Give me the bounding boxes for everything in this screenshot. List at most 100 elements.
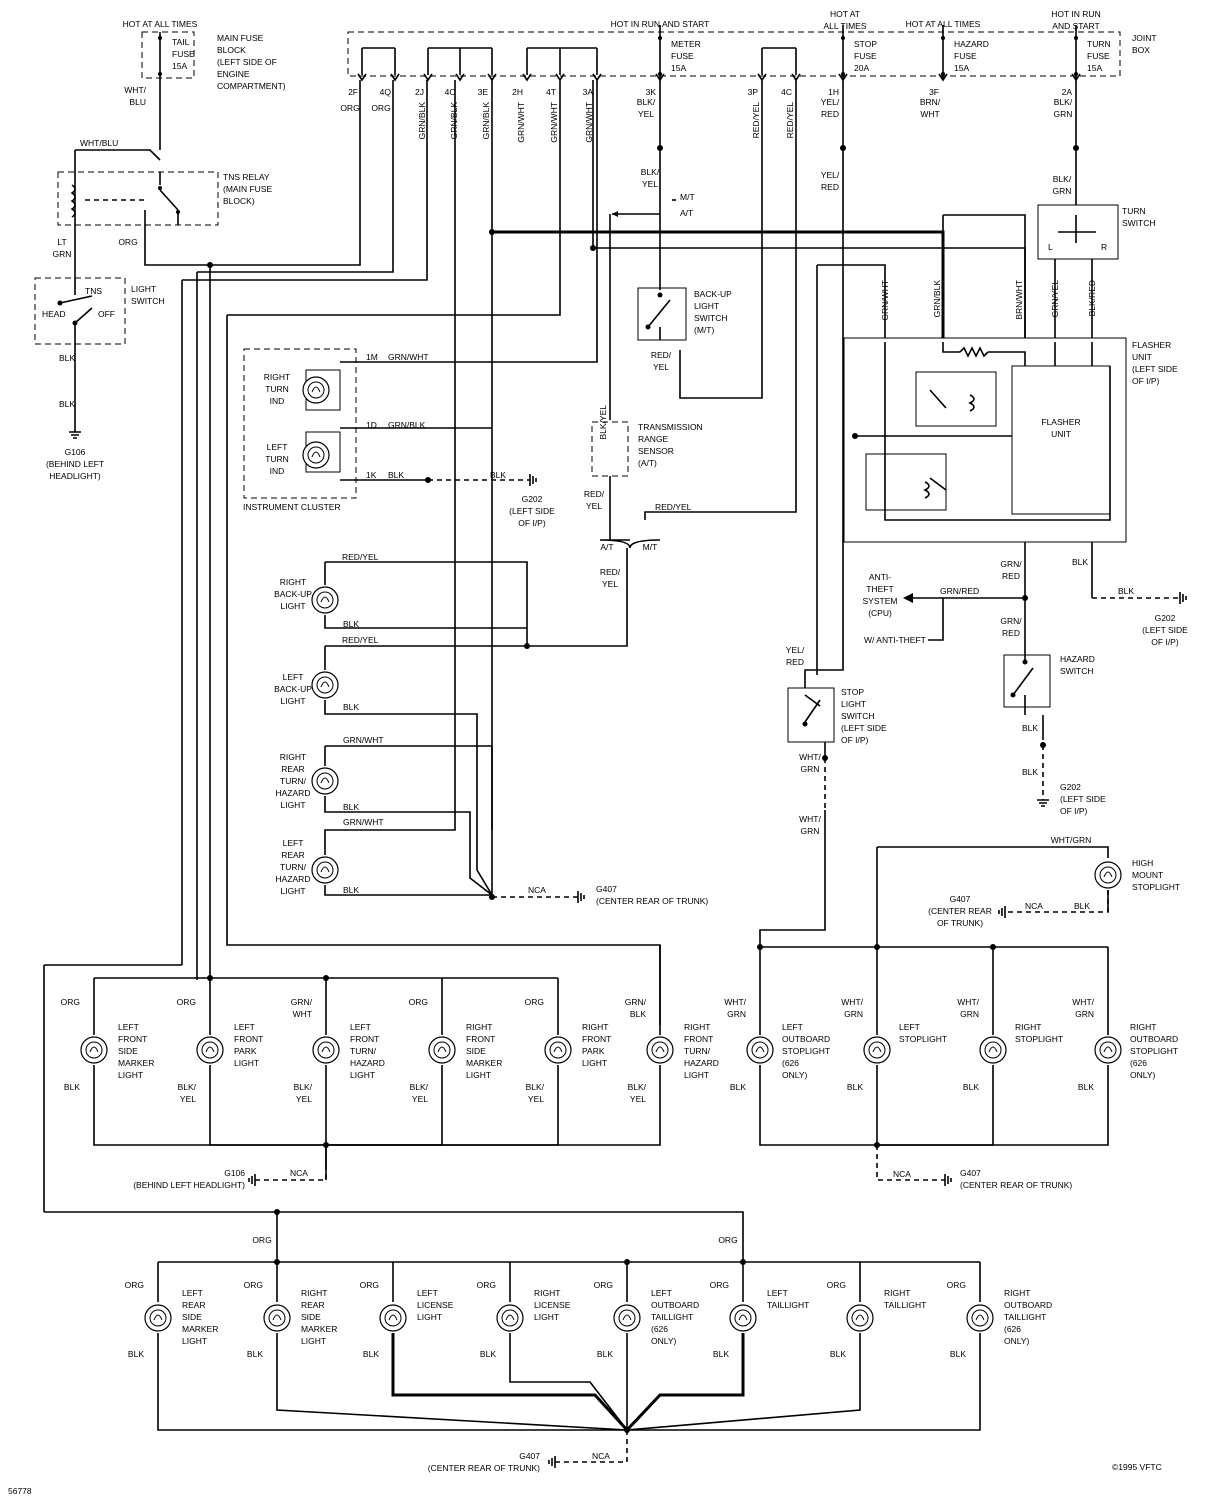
rear-light-label: TAILLIGHT [767,1300,809,1310]
hazard-fuse-label: FUSE [954,51,977,61]
rear-light-icon [966,1304,994,1332]
at-label: A/T [680,208,693,218]
g106-front-label: G106 [224,1168,245,1178]
copyright: ©1995 VFTC [1112,1462,1162,1472]
wire-label: YEL [638,109,654,119]
tail-fuse-label: 15A [172,61,187,71]
wire-label: BLK [630,1009,646,1019]
wire-org [144,80,361,266]
stop-fuse-label: STOP [854,39,877,49]
rear-light-label: RIGHT [301,1288,327,1298]
wire-label: GRN [844,1009,863,1019]
g407-rear-label: G407 [519,1451,540,1461]
wire-label: RED [821,182,839,192]
wire-label: GRN/ [1000,559,1022,569]
hot-label: HOT AT [830,9,860,19]
pin-label: 2A [1062,87,1073,97]
wire [1054,342,1093,366]
wire-label: BLK/YEL [598,405,608,440]
hot-label: AND START [1052,21,1099,31]
rear-light-label: RIGHT [1004,1288,1030,1298]
wire-label: BLK/ [628,1082,647,1092]
stop-light-label: RIGHT [1015,1022,1041,1032]
wire-label: WHT/GRN [1051,835,1092,845]
wire-label: GRN/BLK [932,280,942,318]
main-fuse-block-label: COMPARTMENT) [217,81,286,91]
wire-label: BLK [1074,901,1090,911]
wire-label: YEL [642,179,658,189]
ground-symbol [548,1456,556,1468]
left-rear-turn-label: LEFT [283,838,304,848]
wire [324,80,456,845]
pin-label: 4C [781,87,792,97]
wire-label: ORG [827,1280,846,1290]
switch-blade [59,278,93,344]
stop-light-icon-inner [868,1041,886,1059]
wire [942,342,1026,366]
wire-label: BLK [963,1082,979,1092]
rear-light-icon-filament [975,1314,985,1321]
fuse-terminal [941,36,945,40]
wire [804,148,844,688]
stop-light-label: STOPLIGHT [899,1034,947,1044]
hazard-switch-box [1003,654,1051,708]
switch-blade [1012,640,1034,715]
stop-light-label: (626 [1130,1058,1147,1068]
right-backup-icon-inner [316,591,334,609]
left-backup-label: LEFT [283,672,304,682]
hot-label: HOT AT ALL TIMES [906,19,981,29]
relay-coil [70,184,76,218]
wire [759,810,826,947]
fuse-terminal [941,72,945,76]
wire-label: ORG [360,1280,379,1290]
front-light-icon [646,1036,674,1064]
rear-light-label: ONLY) [1004,1336,1030,1346]
splice-dot [1040,742,1046,748]
stop-light-icon-inner [1099,1041,1117,1059]
splice-dot [624,1427,630,1433]
connector-pin [522,73,532,82]
front-light-icon-filament [553,1046,563,1053]
wire-label: YEL/ [786,645,805,655]
wire-label: ORG [125,1280,144,1290]
left-turn-ind-label: IND [270,466,285,476]
instrument-cluster-box [243,348,357,499]
backup-switch-label: (M/T) [694,325,714,335]
wire-label: ORG [61,997,80,1007]
bus [427,47,493,75]
feed [659,25,1077,32]
resistor [959,346,989,358]
wire-label: RED [786,657,804,667]
wire-label: GRN/BLK [388,420,426,430]
right-rear-turn-icon-filament [320,777,330,784]
wire [227,80,561,316]
wire-label: WHT/ [799,814,821,824]
wire [326,1065,443,1146]
rear-light-label: LEFT [767,1288,788,1298]
at-label2: A/T [600,542,613,552]
wire-label: BLK/RED [1087,280,1097,316]
g106-top-label: G106 [65,447,86,457]
pin-label: 3F [929,87,939,97]
pin-label: 4T [546,87,556,97]
bulbs [80,376,1122,1332]
rear-light-icon-filament [153,1314,163,1321]
ground-symbol [69,431,81,439]
right-rear-turn-icon-inner [316,772,334,790]
front-light-label: LEFT [118,1022,139,1032]
ground-symbol [577,891,585,903]
front-light-label: FRONT [466,1034,495,1044]
front-light-label: HAZARD [684,1058,719,1068]
wire-label: RED [1002,571,1020,581]
right-turn-ind-icon-filament [311,386,321,393]
wire-label: WHT [920,109,939,119]
g202-b-label: (LEFT SIDE [1142,625,1188,635]
rear-light-label: TAILLIGHT [884,1300,926,1310]
wire-label: BLK [490,470,506,480]
rear-light-icon-inner [501,1309,519,1327]
left-rear-turn-icon-filament [320,866,330,873]
arrow-head [903,593,913,603]
wire-label: BLK [343,802,359,812]
stop-light-icon-filament [988,1046,998,1053]
wire-label: YEL [528,1094,544,1104]
